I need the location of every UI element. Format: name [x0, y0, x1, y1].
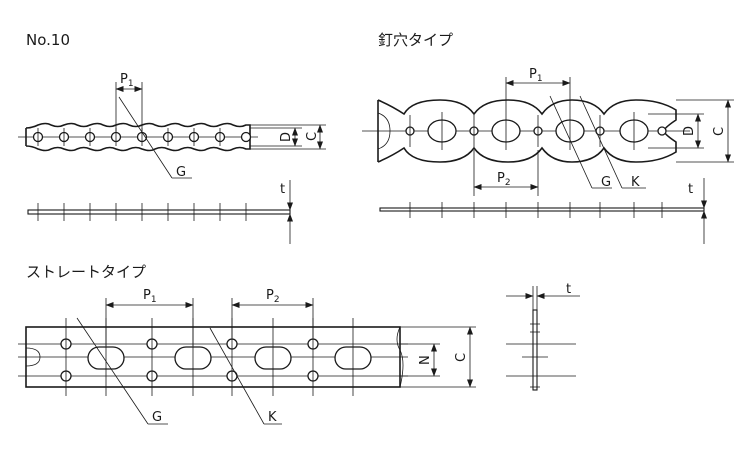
no10-holes — [32, 131, 252, 143]
straight-type-g-label: G — [152, 410, 162, 425]
title-no10: No.10 — [26, 31, 70, 49]
no10-plan-view: P1 G D C — [18, 72, 326, 180]
no10-c-label: C — [305, 132, 320, 141]
title-nail-type: 釘穴タイプ — [378, 31, 453, 49]
title-straight-type: ストレートタイプ — [26, 263, 146, 281]
straight-type-plan-view: P1 P2 G K N C — [18, 288, 476, 425]
straight-type-n-label: N — [418, 355, 433, 365]
straight-type-side-view: t — [506, 282, 580, 391]
nail-type-side-view: t — [379, 178, 707, 244]
no10-side-view: t — [27, 180, 293, 244]
nail-type-g-label: G — [601, 175, 611, 190]
straight-type-c-label: C — [454, 353, 469, 362]
no10-g-label: G — [176, 165, 186, 180]
straight-type-slots — [87, 346, 372, 370]
nail-type-d-label: D — [682, 126, 697, 136]
straight-type-p1-label: P1 — [143, 288, 157, 305]
nail-type-p2-label: P2 — [497, 171, 511, 188]
no10-p1-label: P1 — [120, 72, 134, 89]
nail-type-p1-label: P1 — [529, 67, 543, 84]
straight-type-p2-label: P2 — [266, 288, 280, 305]
no10-d-label: D — [279, 132, 294, 142]
straight-type-k-label: K — [268, 410, 277, 425]
no10-t-label: t — [280, 182, 285, 197]
nail-type-t-label: t — [688, 182, 693, 197]
straight-type-t-label: t — [566, 282, 571, 297]
nail-type-k-label: K — [631, 175, 640, 190]
nail-type-plan-view: P1 P2 G K D C — [362, 67, 734, 196]
nail-type-c-label: C — [712, 127, 727, 136]
